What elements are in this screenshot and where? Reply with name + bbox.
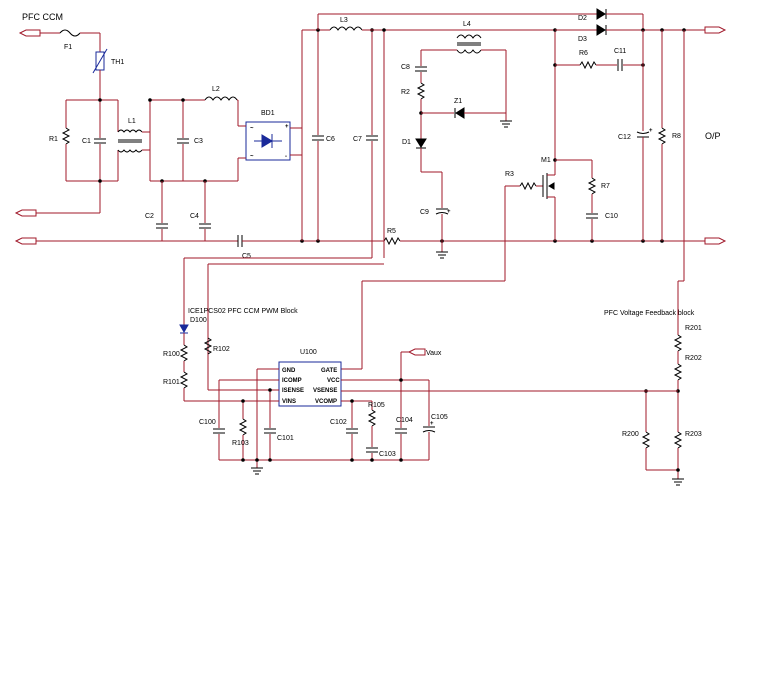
feedback-block-label: PFC Voltage Feedback block: [604, 310, 695, 317]
svg-text:Vaux: Vaux: [426, 350, 442, 357]
svg-text:C1: C1: [82, 138, 91, 145]
input-filter-l2-c3: C3 L2: [148, 86, 239, 183]
svg-text:R6: R6: [579, 50, 588, 57]
diagram-title: PFC CCM: [22, 12, 63, 22]
svg-text:R1: R1: [49, 136, 58, 143]
svg-text:L2: L2: [212, 86, 220, 93]
mosfet-stage: R3 M1 R7 C10: [505, 28, 618, 241]
svg-text:L4: L4: [463, 21, 471, 28]
control-wiring: [183, 186, 506, 391]
svg-text:R101: R101: [163, 379, 180, 386]
svg-text:L1: L1: [128, 118, 136, 125]
aux-supply-network: + C8 R2 D1 C9: [401, 50, 451, 259]
svg-text:VCOMP: VCOMP: [315, 399, 337, 405]
svg-text:R102: R102: [213, 346, 230, 353]
svg-text:-: -: [285, 154, 287, 160]
svg-text:R203: R203: [685, 431, 702, 438]
boost-diodes: D2 D3: [317, 8, 727, 43]
output-capacitor-c12-r8: + C12 R8: [618, 30, 681, 241]
svg-text:C11: C11: [614, 48, 626, 55]
input-line-terminal: [18, 29, 60, 37]
svg-text:VINS: VINS: [282, 399, 296, 405]
svg-text:R5: R5: [387, 228, 396, 235]
svg-text:VCC: VCC: [327, 378, 340, 384]
svg-text:R200: R200: [622, 431, 639, 438]
zener-z1: Z1: [421, 50, 512, 128]
svg-text:C105: C105: [431, 414, 448, 421]
thermistor-th1: TH1: [92, 33, 124, 100]
svg-text:R2: R2: [401, 89, 410, 96]
svg-text:Z1: Z1: [454, 98, 462, 105]
svg-text:C104: C104: [396, 417, 413, 424]
svg-text:C2: C2: [145, 213, 154, 220]
svg-text:GATE: GATE: [321, 368, 337, 374]
pwm-block-label: ICE1PCS02 PFC CCM PWM Block: [188, 308, 298, 315]
svg-text:BD1: BD1: [261, 110, 275, 117]
svg-text:M1: M1: [541, 157, 551, 164]
choke-l1: L1: [117, 100, 150, 181]
svg-text:R202: R202: [685, 355, 702, 362]
bulk-capacitors-c6-c7: C6 C7: [301, 28, 378, 258]
pwm-compensation-network: + C100 R103 C101 C102 R105 C103 C104 C10…: [199, 369, 448, 475]
svg-text:~: ~: [250, 126, 254, 132]
negative-rail: C5 R5: [36, 228, 727, 260]
ic-u100: U100 GND ICOMP ISENSE VINS GATE VCC VSEN…: [219, 349, 678, 407]
svg-text:C10: C10: [605, 213, 618, 220]
svg-text:C12: C12: [618, 134, 631, 141]
svg-text:R7: R7: [601, 183, 610, 190]
svg-text:C3: C3: [194, 138, 203, 145]
svg-text:VSENSE: VSENSE: [313, 388, 337, 394]
svg-text:R105: R105: [368, 402, 385, 409]
svg-text:C5: C5: [242, 253, 251, 260]
svg-text:D2: D2: [578, 15, 587, 22]
input-earth-terminal: [14, 209, 100, 217]
svg-text:D100: D100: [190, 317, 207, 324]
svg-text:R3: R3: [505, 171, 514, 178]
fuse-f1: F1: [59, 29, 100, 51]
svg-text:C101: C101: [277, 435, 294, 442]
bridge-rectifier-bd1: + ~ ~ - BD1: [238, 110, 302, 161]
vaux-connector: Vaux: [400, 348, 442, 380]
input-filter-rc: R1 C1: [49, 98, 118, 213]
svg-text:C100: C100: [199, 419, 216, 426]
boost-inductor-l3: L3: [329, 17, 555, 31]
transformer-l4: L4: [382, 21, 506, 258]
svg-text:GND: GND: [282, 368, 296, 374]
snubber-r6-c11: R6 C11: [555, 48, 645, 71]
svg-text:ISENSE: ISENSE: [282, 388, 304, 394]
svg-text:C7: C7: [353, 136, 362, 143]
svg-text:TH1: TH1: [111, 59, 124, 66]
ic-u100-name: U100: [300, 349, 317, 356]
svg-text:+: +: [447, 209, 451, 215]
svg-text:F1: F1: [64, 44, 72, 51]
svg-text:+: +: [430, 421, 434, 427]
svg-text:ICOMP: ICOMP: [282, 378, 302, 384]
voltage-feedback-divider: R201 R202 R200 R203: [622, 30, 702, 486]
input-neutral-terminal: [14, 237, 37, 245]
svg-text:R8: R8: [672, 133, 681, 140]
svg-text:R100: R100: [163, 351, 180, 358]
svg-text:C6: C6: [326, 136, 335, 143]
svg-text:R201: R201: [685, 325, 702, 332]
svg-text:C9: C9: [420, 209, 429, 216]
pwm-input-network: D100 R100 R101 R102: [163, 317, 257, 402]
svg-text:+: +: [649, 128, 653, 134]
svg-text:C103: C103: [379, 451, 396, 458]
svg-text:C102: C102: [330, 419, 347, 426]
svg-text:+: +: [285, 124, 289, 130]
svg-text:D3: D3: [578, 36, 587, 43]
svg-text:C4: C4: [190, 213, 199, 220]
svg-text:D1: D1: [402, 139, 411, 146]
output-label: O/P: [705, 131, 721, 141]
svg-text:L3: L3: [340, 17, 348, 24]
svg-text:C8: C8: [401, 64, 410, 71]
y-capacitors: C2 C4: [145, 181, 211, 241]
svg-text:R103: R103: [232, 440, 249, 447]
svg-text:~: ~: [250, 154, 254, 160]
